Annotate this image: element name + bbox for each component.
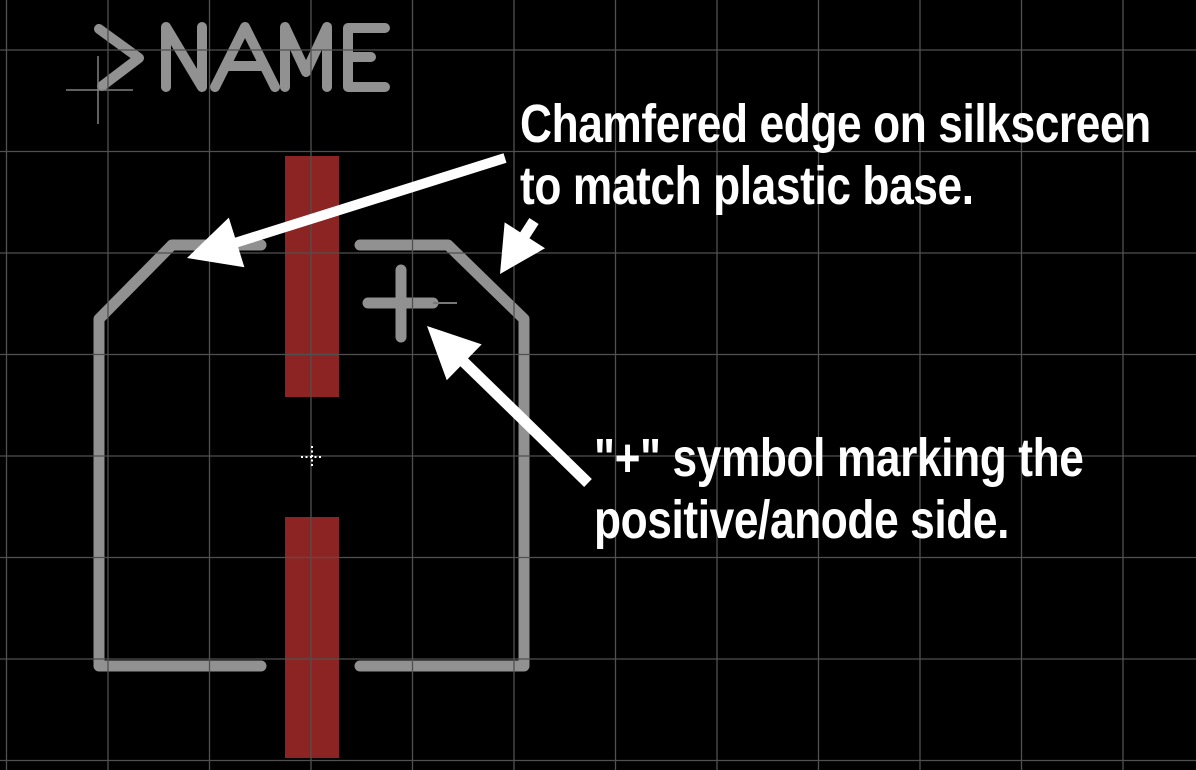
arrow-head [187,217,245,268]
arrow-head [427,326,482,381]
arrow-shaft [231,153,507,249]
annotation-chamfer-line-1: Chamfered edge on silkscreen [520,94,1151,154]
arrow-to-plus-mark [427,326,592,487]
pad-1 [285,156,339,397]
arrow-to-left-chamfer [187,153,507,268]
annotation-plus-line-1: "+" symbol marking the [594,428,1084,488]
arrow-to-right-chamfer [500,218,546,274]
origin-cross [301,446,323,468]
pad-2 [285,517,339,758]
arrow-head [500,222,546,274]
annotation-chamfer-note: Chamfered edge on silkscreen to match pl… [520,93,1151,217]
annotation-plus-note: "+" symbol marking the positive/anode si… [594,427,1084,551]
annotation-plus-line-2: positive/anode side. [594,490,1010,550]
arrow-shaft [457,355,592,487]
name-anchor-cross [66,56,133,124]
annotation-arrows [187,153,592,487]
annotation-chamfer-line-2: to match plastic base. [520,156,974,216]
silkscreen-outline-right [354,239,530,672]
plus-mark [362,264,439,343]
name-label-vector-text [94,22,390,92]
